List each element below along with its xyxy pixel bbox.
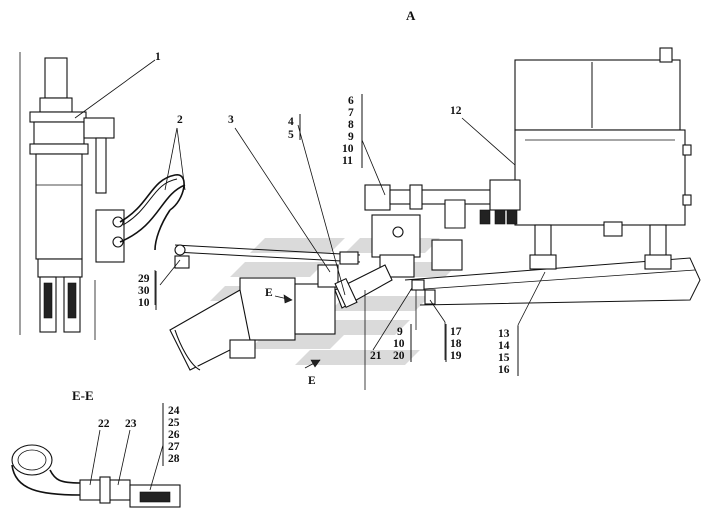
- label-24: 24: [168, 405, 180, 417]
- label-16: 16: [498, 364, 510, 376]
- cylinder-unit: [19, 52, 115, 340]
- group-bars: [155, 94, 519, 466]
- valve-block-left: [95, 209, 125, 263]
- label-6: 6: [348, 95, 354, 107]
- label-17: 17: [450, 326, 462, 338]
- label-5: 5: [288, 129, 294, 141]
- long-pipe: [174, 244, 361, 269]
- label-10-left: 10: [138, 297, 150, 309]
- label-10-center: 10: [393, 338, 405, 350]
- label-22: 22: [98, 418, 110, 430]
- label-26: 26: [168, 429, 180, 441]
- label-27: 27: [168, 441, 180, 453]
- frame-beam: [404, 257, 701, 306]
- label-9-center: 9: [397, 326, 403, 338]
- label-7: 7: [348, 107, 354, 119]
- section-arrows: [274, 294, 321, 369]
- label-1: 1: [155, 51, 161, 63]
- label-30: 30: [138, 285, 150, 297]
- section-title: E-E: [72, 388, 94, 403]
- label-8: 8: [348, 119, 354, 131]
- label-18: 18: [450, 338, 462, 350]
- label-12: 12: [450, 105, 462, 117]
- tank-outlet: [364, 179, 521, 229]
- tank-12: [514, 47, 692, 270]
- hoses-2: [119, 174, 186, 251]
- label-21: 21: [370, 350, 382, 362]
- view-title: A: [406, 8, 416, 23]
- label-23: 23: [125, 418, 137, 430]
- label-19: 19: [450, 350, 462, 362]
- label-14: 14: [498, 340, 510, 352]
- pump-assembly: [169, 264, 393, 371]
- label-15: 15: [498, 352, 510, 364]
- label-29: 29: [138, 273, 150, 285]
- label-20: 20: [393, 350, 405, 362]
- label-25: 25: [168, 417, 180, 429]
- central-valve: [371, 214, 463, 305]
- label-4: 4: [288, 116, 294, 128]
- label-11: 11: [342, 155, 353, 167]
- section-ee-detail: [11, 444, 181, 508]
- section-mark-e-top: E: [265, 287, 273, 299]
- label-2: 2: [177, 114, 183, 126]
- label-3: 3: [228, 114, 234, 126]
- part-labels: 1 2 3 4 5 6 7 8 9 10 11 12 29 30 10 9 10…: [98, 51, 510, 465]
- section-mark-e-bottom: E: [308, 375, 316, 387]
- label-9: 9: [348, 131, 354, 143]
- label-10: 10: [342, 143, 354, 155]
- label-28: 28: [168, 453, 180, 465]
- label-13: 13: [498, 328, 510, 340]
